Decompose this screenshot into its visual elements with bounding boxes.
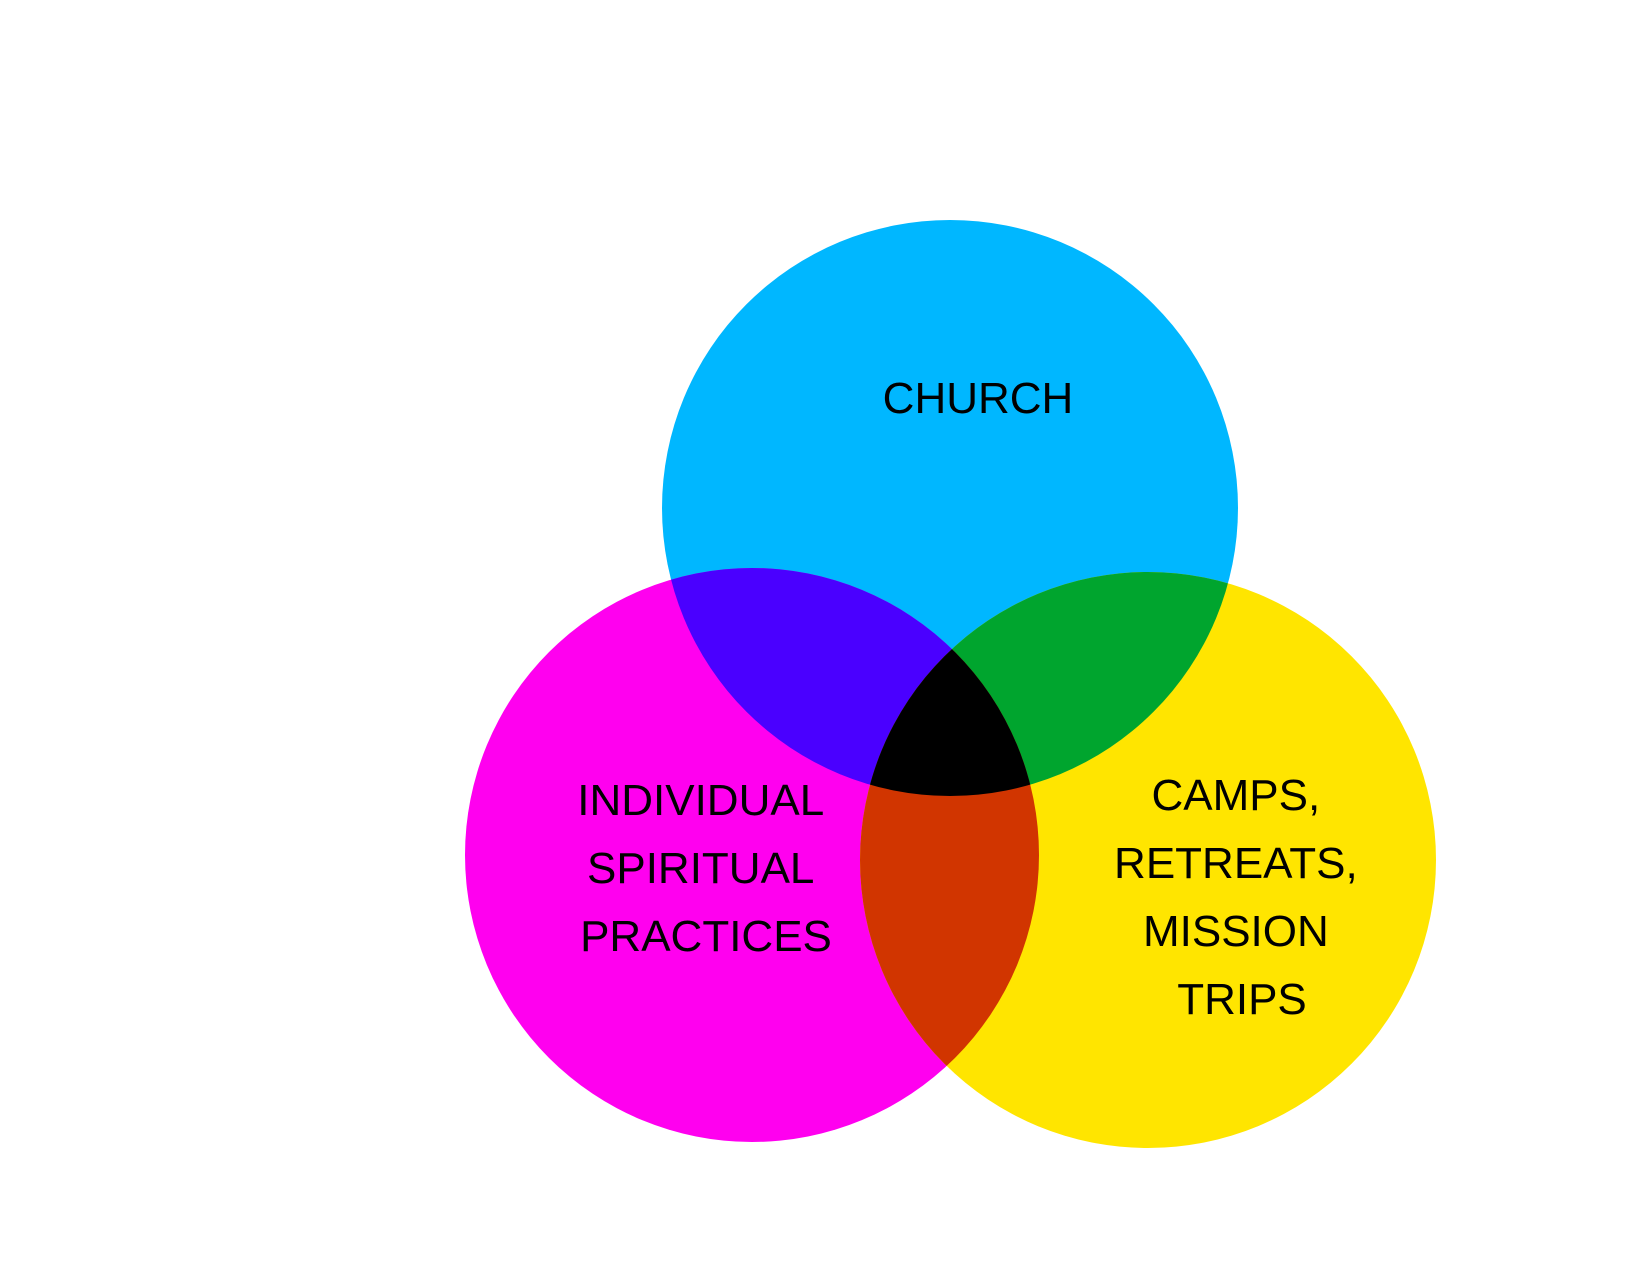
camps-label-line: TRIPS	[1177, 975, 1307, 1024]
camps-label: CAMPS, RETREATS, MISSION TRIPS	[1114, 771, 1370, 1024]
individual-label-line: PRACTICES	[580, 912, 832, 961]
camps-label-line: MISSION	[1143, 907, 1329, 956]
individual-label-line: INDIVIDUAL	[577, 776, 823, 825]
individual-practices-label: INDIVIDUAL SPIRITUAL PRACTICES	[577, 776, 835, 961]
individual-label-line: SPIRITUAL	[587, 844, 814, 893]
camps-label-line: CAMPS,	[1152, 771, 1321, 820]
church-individual-overlap	[662, 568, 1039, 796]
camps-label-line: RETREATS,	[1114, 839, 1358, 888]
church-label: CHURCH	[883, 374, 1074, 423]
church-camps-overlap	[860, 572, 1238, 796]
